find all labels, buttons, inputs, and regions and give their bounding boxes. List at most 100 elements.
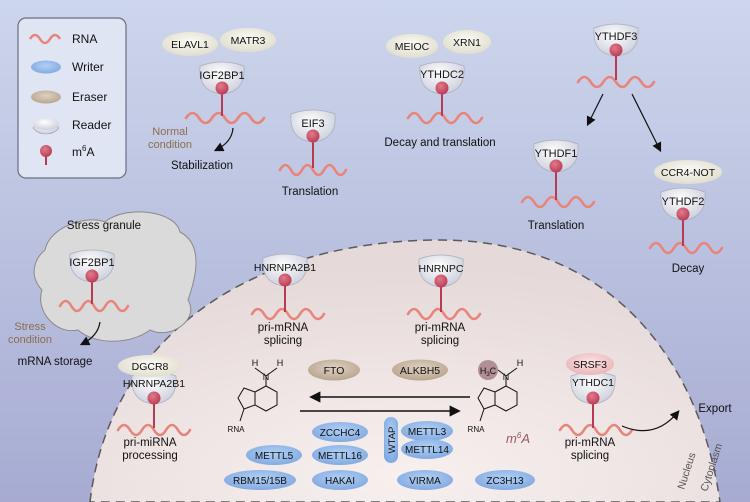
m6a-bond-ch3: [497, 369, 507, 377]
dgcr8-partner: [118, 355, 182, 377]
stress-igf2bp1-unit: [58, 249, 130, 313]
stabilization-label: Stabilization: [171, 160, 233, 172]
hnrnpa2b1-m6a-mark: [278, 273, 292, 287]
rna-units: [58, 23, 724, 437]
stress-igf2bp1-reader: [69, 249, 115, 283]
mettl3-label: METTL3: [408, 427, 447, 438]
igf2bp1-reader: [199, 61, 245, 95]
ccr4-not-partner: [654, 160, 722, 184]
ythdf3-unit: [576, 23, 656, 89]
ythdc2-m6a-mark: [435, 81, 449, 95]
eif3-unit: [278, 109, 348, 177]
m6a-bond-h: [505, 367, 518, 377]
stress-igf2bp1-label: IGF2BP1: [69, 257, 114, 269]
rbm15-label: RBM15/15B: [233, 476, 287, 487]
dgcr8-hnrnpa2b1-unit: [116, 371, 192, 437]
hnrnpc-reader-label: HNRNPC: [419, 263, 464, 275]
m6a-bond-rna: [479, 408, 485, 422]
hakai-writer: [312, 470, 368, 490]
igf2bp1-unit: [184, 61, 266, 125]
ythdf3-reader-label: YTHDF3: [595, 31, 638, 43]
xrn1-partner: [443, 30, 491, 54]
xrn1-label: XRN1: [453, 37, 481, 49]
hnrnpa2b1-outcome-line1: pri-mRNA: [258, 322, 309, 334]
dgcr8-hnrnpa2b1-m6a-mark: [147, 391, 161, 405]
ythdc1-rna-wave: [558, 423, 634, 437]
eraser-icon: [31, 90, 61, 104]
legend-reader-label: Reader: [72, 118, 111, 132]
ythdf2-reader-label: YTHDF2: [662, 196, 705, 208]
legend-rna-label: RNA: [72, 32, 97, 46]
igf2bp1-reader-label: IGF2BP1: [199, 70, 244, 82]
m6a-n: N: [503, 372, 510, 382]
ythdc1-outcome-line2: splicing: [571, 450, 609, 462]
zcchc4-label: ZCCHC4: [320, 428, 361, 439]
adenosine-h1: H: [252, 358, 259, 368]
reader-icon-body: [33, 118, 59, 130]
virma-writer: [397, 470, 453, 490]
adenosine-ring5: [237, 387, 256, 410]
wtap-label: WTAP: [387, 427, 398, 454]
writer-icon: [31, 60, 61, 74]
m6a-rna: RNA: [468, 425, 486, 434]
hnrnpc-reader: [418, 254, 464, 288]
m6a-icon: [40, 145, 52, 157]
matr3-partner: [220, 28, 276, 52]
ythdc2-reader-label: YTHDC2: [420, 69, 464, 81]
methyl-group-highlight: [478, 360, 498, 380]
ythdf2-m6a-mark: [676, 207, 690, 221]
hnrnpc-rna-wave: [406, 307, 482, 321]
pri-mirna-line1: pri-miRNA: [123, 437, 176, 449]
normal-condition-line2: condition: [148, 139, 192, 151]
hnrnpa2b1-reader-label: HNRNPA2B1: [254, 262, 316, 274]
ythdf1-unit: [520, 139, 596, 209]
ythdf1-outcome-label: Translation: [528, 220, 584, 232]
stabilization-arrow: [213, 127, 234, 152]
legend-eraser-label: Eraser: [72, 90, 107, 104]
m6a-ring5: [477, 387, 496, 410]
elavl1-partner: [162, 32, 218, 56]
igf2bp1-m6a-mark: [215, 81, 229, 95]
ythdc1-m6a-mark: [586, 391, 600, 405]
fto-label: FTO: [324, 365, 345, 377]
meioc-label: MEIOC: [395, 41, 430, 53]
legend-writer-label: Writer: [72, 60, 104, 74]
zc3h13-writer: [475, 470, 535, 490]
alkbh5-label: ALKBH5: [400, 365, 440, 377]
hnrnpc-outcome-line2: splicing: [421, 335, 459, 347]
srsf3-label: SRSF3: [573, 359, 607, 371]
wtap-writer: [384, 417, 398, 463]
rbm15-writer: [224, 470, 296, 490]
adenosine-bond-rna: [239, 408, 245, 422]
rna-icon: [28, 33, 62, 45]
mettl14-label: METTL14: [405, 445, 449, 456]
eif3-reader-label: EIF3: [301, 118, 324, 130]
ythdc1-outcome-line1: pri-mRNA: [565, 437, 616, 449]
mrna-storage-arrow: [79, 321, 101, 346]
adenosine-structure: [237, 367, 278, 422]
ythdf3-rna-wave: [576, 75, 656, 89]
mettl14-writer: [401, 439, 453, 459]
ythdc2-outcome-label: Decay and translation: [384, 137, 495, 149]
stress-igf2bp1-rna-wave: [58, 299, 130, 313]
normal-condition-line1: Normal: [152, 126, 187, 138]
elavl1-label: ELAVL1: [171, 39, 209, 51]
stress-condition-line1: Stress: [14, 321, 46, 333]
adenosine-n: N: [263, 372, 270, 382]
hnrnpa2b1-reader: [262, 253, 308, 287]
ythdf1-rna-wave: [520, 195, 596, 209]
export-arrow: [621, 410, 680, 432]
zcchc4-writer: [312, 422, 368, 442]
ythdf3-to-ythdf2-arrow: [631, 93, 662, 153]
m6a-h: H: [517, 358, 524, 368]
mettl5-label: METTL5: [255, 451, 294, 462]
srsf3-partner: [566, 353, 614, 375]
ythdc2-reader: [419, 61, 465, 95]
ythdf2-outcome-label: Decay: [672, 263, 705, 275]
ythdf1-reader: [533, 139, 579, 173]
ythdf3-reader: [593, 23, 639, 57]
adenosine-bond-h1: [254, 367, 267, 377]
mettl16-label: METTL16: [318, 451, 362, 462]
stress-igf2bp1-m6a-mark: [85, 269, 99, 283]
